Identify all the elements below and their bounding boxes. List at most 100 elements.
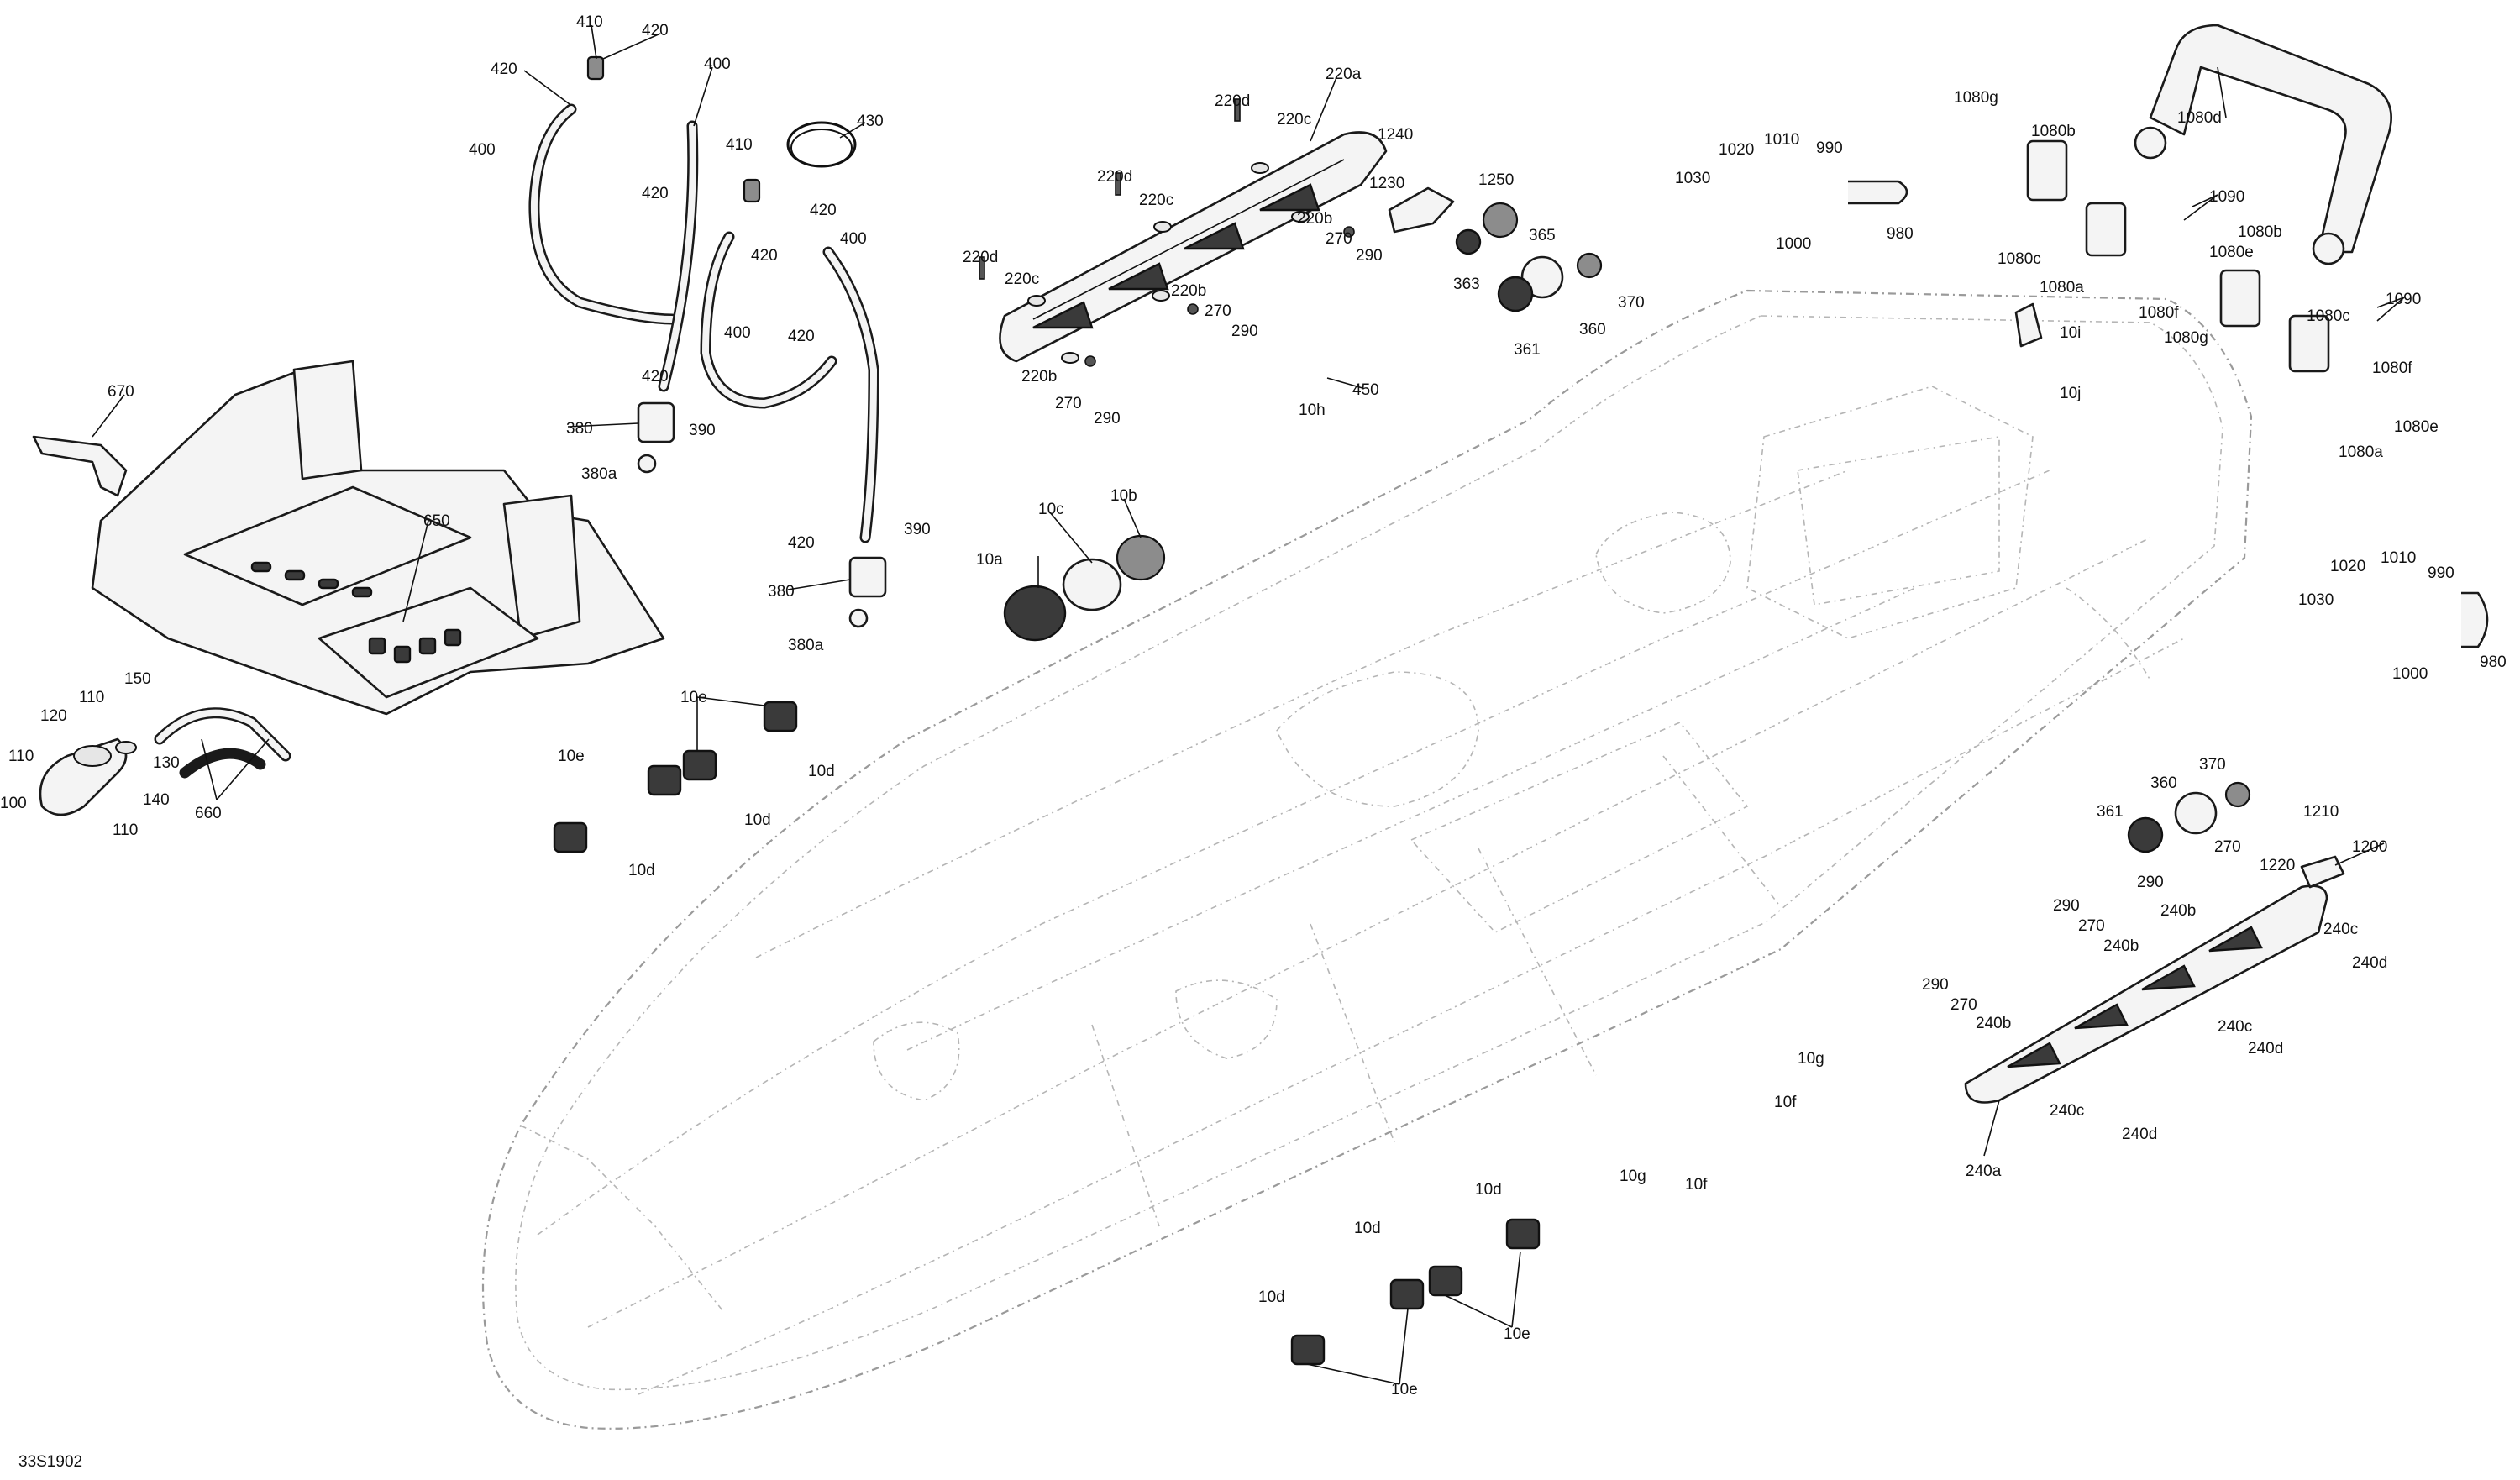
callout-430: 430: [857, 113, 884, 130]
callout-240c: 240c: [2050, 1102, 2084, 1120]
callout-220d: 220d: [1097, 168, 1132, 186]
callout-290: 290: [2053, 897, 2080, 915]
callout-360: 360: [2150, 774, 2177, 792]
footrest-assembly-650: [91, 360, 665, 716]
callout-1090: 1090: [2386, 291, 2421, 308]
callout-400: 400: [704, 55, 731, 73]
side-rail-220a: [999, 131, 1388, 363]
callout-10e: 10e: [680, 689, 707, 706]
valves-380: [637, 401, 887, 628]
callout-1240: 1240: [1378, 126, 1413, 144]
tow-eye-assembly: [39, 737, 137, 816]
callout-10e: 10e: [1391, 1381, 1418, 1399]
callout-10b: 10b: [1110, 487, 1137, 505]
callout-420: 420: [788, 328, 815, 345]
callout-290: 290: [1922, 976, 1949, 994]
callout-220c: 220c: [1139, 192, 1173, 209]
callout-380: 380: [768, 583, 795, 601]
callout-220d: 220d: [963, 249, 998, 266]
callout-1010: 1010: [1764, 131, 1799, 149]
speaker-parts-360-365: [1455, 202, 1603, 312]
callout-410: 410: [726, 136, 753, 154]
callout-420: 420: [642, 368, 669, 386]
callout-10d: 10d: [808, 763, 835, 780]
callout-1080c: 1080c: [2307, 307, 2350, 325]
callout-390: 390: [689, 422, 716, 439]
callout-400: 400: [724, 324, 751, 342]
callout-10d: 10d: [628, 862, 655, 879]
hull-outline: [481, 289, 2253, 1430]
callout-10e: 10e: [558, 748, 585, 765]
callout-110: 110: [8, 748, 34, 765]
callout-240d: 240d: [2352, 954, 2387, 972]
callout-240d: 240d: [2248, 1040, 2283, 1058]
callout-150: 150: [124, 670, 151, 688]
callout-270: 270: [2214, 838, 2241, 856]
callout-1220: 1220: [2260, 857, 2295, 874]
callout-10f: 10f: [1685, 1176, 1708, 1194]
callout-240d: 240d: [2122, 1126, 2157, 1143]
callout-1080a: 1080a: [2040, 279, 2084, 297]
callout-410: 410: [576, 13, 603, 31]
callout-10h: 10h: [1299, 401, 1326, 419]
callout-240a: 240a: [1966, 1162, 2002, 1180]
callout-220b: 220b: [1297, 210, 1332, 228]
cover-parts-10e: [553, 701, 1541, 1366]
callout-380a: 380a: [581, 465, 617, 483]
callout-1030: 1030: [2298, 591, 2334, 609]
callout-1020: 1020: [2330, 558, 2365, 575]
callout-420: 420: [642, 22, 669, 39]
callout-240c: 240c: [2218, 1018, 2252, 1036]
callout-400: 400: [840, 230, 867, 248]
callout-1230: 1230: [1369, 175, 1404, 192]
callout-270: 270: [2078, 917, 2105, 935]
callout-370: 370: [1618, 294, 1645, 312]
callout-420: 420: [642, 185, 669, 202]
callout-290: 290: [1356, 247, 1383, 265]
callout-110: 110: [79, 689, 104, 706]
figure-code: 33S1902: [18, 1453, 82, 1471]
callout-380a: 380a: [788, 637, 824, 654]
callout-10d: 10d: [1258, 1288, 1285, 1306]
callout-10e: 10e: [1504, 1325, 1530, 1343]
callout-220b: 220b: [1171, 282, 1206, 300]
callout-100: 100: [0, 795, 27, 812]
callout-420: 420: [491, 60, 517, 78]
callout-1010: 1010: [2381, 549, 2416, 567]
callout-240b: 240b: [1976, 1015, 2011, 1032]
callout-10g: 10g: [1798, 1050, 1824, 1068]
callout-1080d: 1080d: [2177, 109, 2222, 127]
callout-10f: 10f: [1774, 1094, 1797, 1111]
callout-380: 380: [566, 420, 593, 438]
callout-390: 390: [904, 521, 931, 538]
intake-parts-10: [1003, 534, 1166, 642]
callout-110: 110: [113, 821, 138, 839]
callout-10g: 10g: [1620, 1168, 1646, 1185]
callout-980: 980: [2480, 653, 2507, 671]
clamp-430: [786, 121, 857, 168]
callout-270: 270: [1205, 302, 1231, 320]
callout-240b: 240b: [2103, 937, 2139, 955]
callout-10d: 10d: [744, 811, 771, 829]
ski-pylon-1080: [2014, 24, 2392, 373]
cleat-1230: [1388, 186, 1455, 234]
callout-990: 990: [1816, 139, 1843, 157]
callout-10i: 10i: [2060, 324, 2081, 342]
callout-1080f: 1080f: [2139, 304, 2179, 322]
side-rail-240a: [1964, 855, 2345, 1104]
callout-10a: 10a: [976, 551, 1003, 569]
callout-361: 361: [1514, 341, 1541, 359]
callout-10d: 10d: [1475, 1181, 1502, 1199]
callout-1080g: 1080g: [1954, 89, 1998, 107]
callout-1020: 1020: [1719, 141, 1754, 159]
callout-220c: 220c: [1005, 270, 1039, 288]
callout-120: 120: [40, 707, 67, 725]
leader-lines: [92, 24, 2405, 1385]
callout-1080e: 1080e: [2394, 418, 2439, 436]
callout-220c: 220c: [1277, 111, 1311, 129]
callout-1080b: 1080b: [2238, 223, 2282, 241]
callout-450: 450: [1352, 381, 1379, 399]
speaker-parts-lower: [2127, 781, 2251, 853]
callout-1080f: 1080f: [2372, 360, 2412, 377]
